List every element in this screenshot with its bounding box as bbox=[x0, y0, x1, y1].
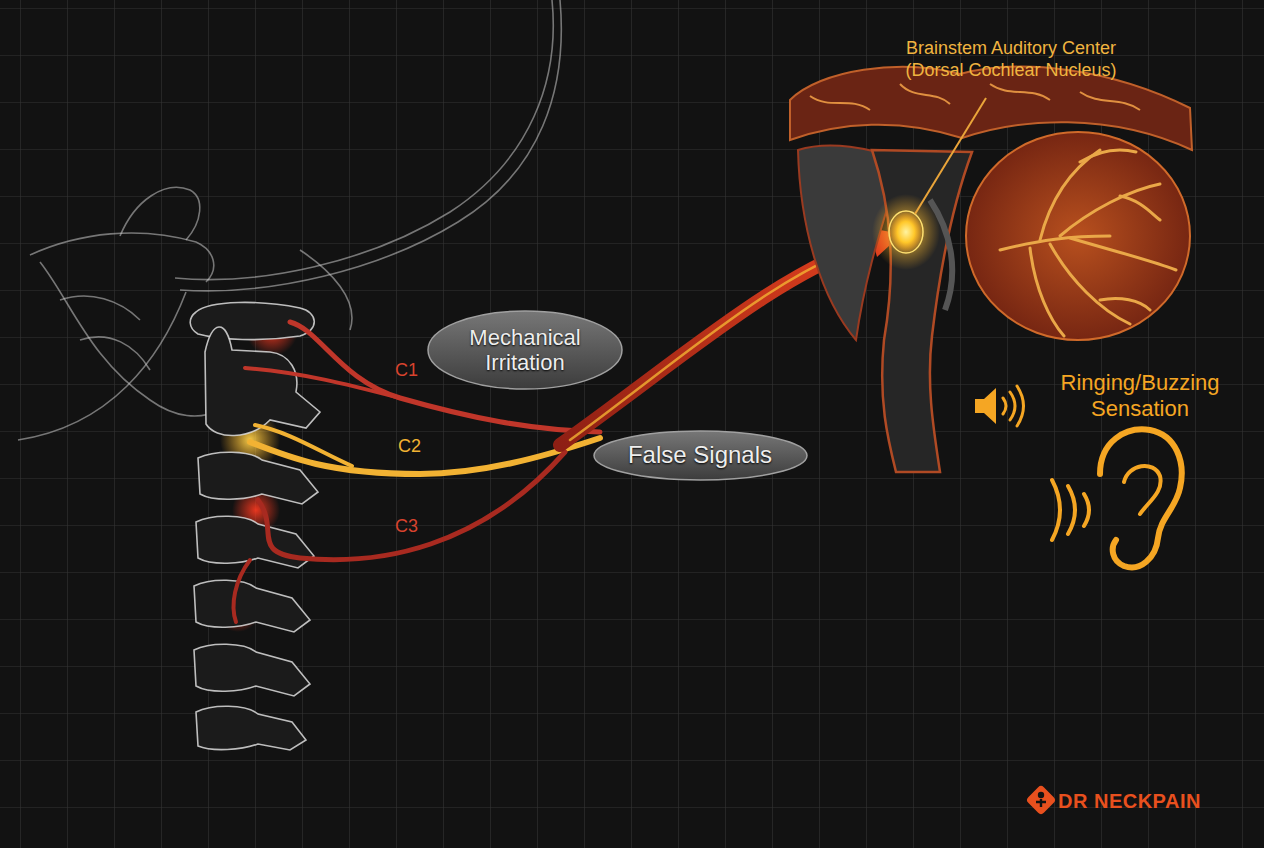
nerve-c2 bbox=[255, 425, 352, 466]
vertebra bbox=[196, 706, 306, 750]
dorsal-cochlear-nucleus bbox=[889, 211, 923, 253]
vertebra bbox=[196, 516, 314, 568]
sound-waves bbox=[1052, 480, 1089, 540]
bubble-text-group: Mechanical Irritation bbox=[460, 325, 590, 376]
branch bbox=[1070, 238, 1176, 270]
logo-text: DR NECKPAIN bbox=[1058, 789, 1248, 813]
nerves bbox=[234, 228, 902, 622]
speaker-icon bbox=[975, 386, 1024, 426]
vertebra bbox=[194, 580, 310, 632]
logo-figure bbox=[1036, 799, 1046, 807]
mastoid bbox=[120, 187, 200, 240]
leader-line bbox=[915, 98, 986, 214]
logo-mark bbox=[1025, 784, 1056, 815]
vertebra bbox=[190, 302, 314, 339]
mandible bbox=[40, 262, 220, 416]
nerve-label: C2 bbox=[398, 436, 438, 458]
nucleus-glow bbox=[872, 194, 940, 270]
branch bbox=[1060, 184, 1160, 236]
bubble-text: Mechanical Irritation bbox=[460, 325, 590, 376]
logo-diamond bbox=[1025, 784, 1056, 815]
bubble-text: False Signals bbox=[628, 441, 772, 469]
sound-waves bbox=[1003, 386, 1024, 426]
brainstem bbox=[872, 150, 972, 472]
occipital-curve bbox=[180, 0, 561, 291]
sketch-line bbox=[60, 296, 140, 320]
branch bbox=[1030, 248, 1064, 336]
symptom-label: Ringing/Buzzing Sensation bbox=[1040, 370, 1240, 423]
nerve-label: C3 bbox=[395, 516, 435, 538]
occipital-curve bbox=[175, 0, 553, 280]
arbor-vitae bbox=[1000, 150, 1176, 336]
branch bbox=[1050, 244, 1130, 324]
nerve-c3 bbox=[234, 560, 250, 622]
vertebra bbox=[205, 327, 320, 436]
cortex-folds bbox=[810, 84, 1140, 110]
skull-base bbox=[30, 233, 214, 282]
sketch-line bbox=[80, 337, 150, 370]
cerebellum bbox=[966, 132, 1190, 340]
ear bbox=[1100, 429, 1182, 567]
branch bbox=[1000, 236, 1110, 250]
bubble-text-group: False Signals bbox=[628, 441, 772, 469]
speaker bbox=[975, 388, 996, 424]
vertebra bbox=[194, 644, 310, 696]
bubble-ellipse bbox=[594, 431, 807, 480]
logo-figure bbox=[1038, 792, 1044, 798]
ear-icon bbox=[1052, 429, 1182, 567]
branch bbox=[1080, 150, 1160, 310]
structure-label: Brainstem Auditory Center (Dorsal Cochle… bbox=[895, 38, 1127, 81]
nerve-c1 bbox=[245, 368, 400, 398]
ear-inner bbox=[1124, 466, 1161, 514]
signal-bubble: Mechanical Irritation bbox=[427, 310, 623, 390]
signal-bubble: False Signals bbox=[593, 430, 808, 481]
nerve-c3 bbox=[258, 452, 565, 560]
skull-base bbox=[18, 292, 186, 440]
nerve-label: C1 bbox=[395, 360, 435, 382]
bubble-ellipse bbox=[428, 311, 622, 389]
